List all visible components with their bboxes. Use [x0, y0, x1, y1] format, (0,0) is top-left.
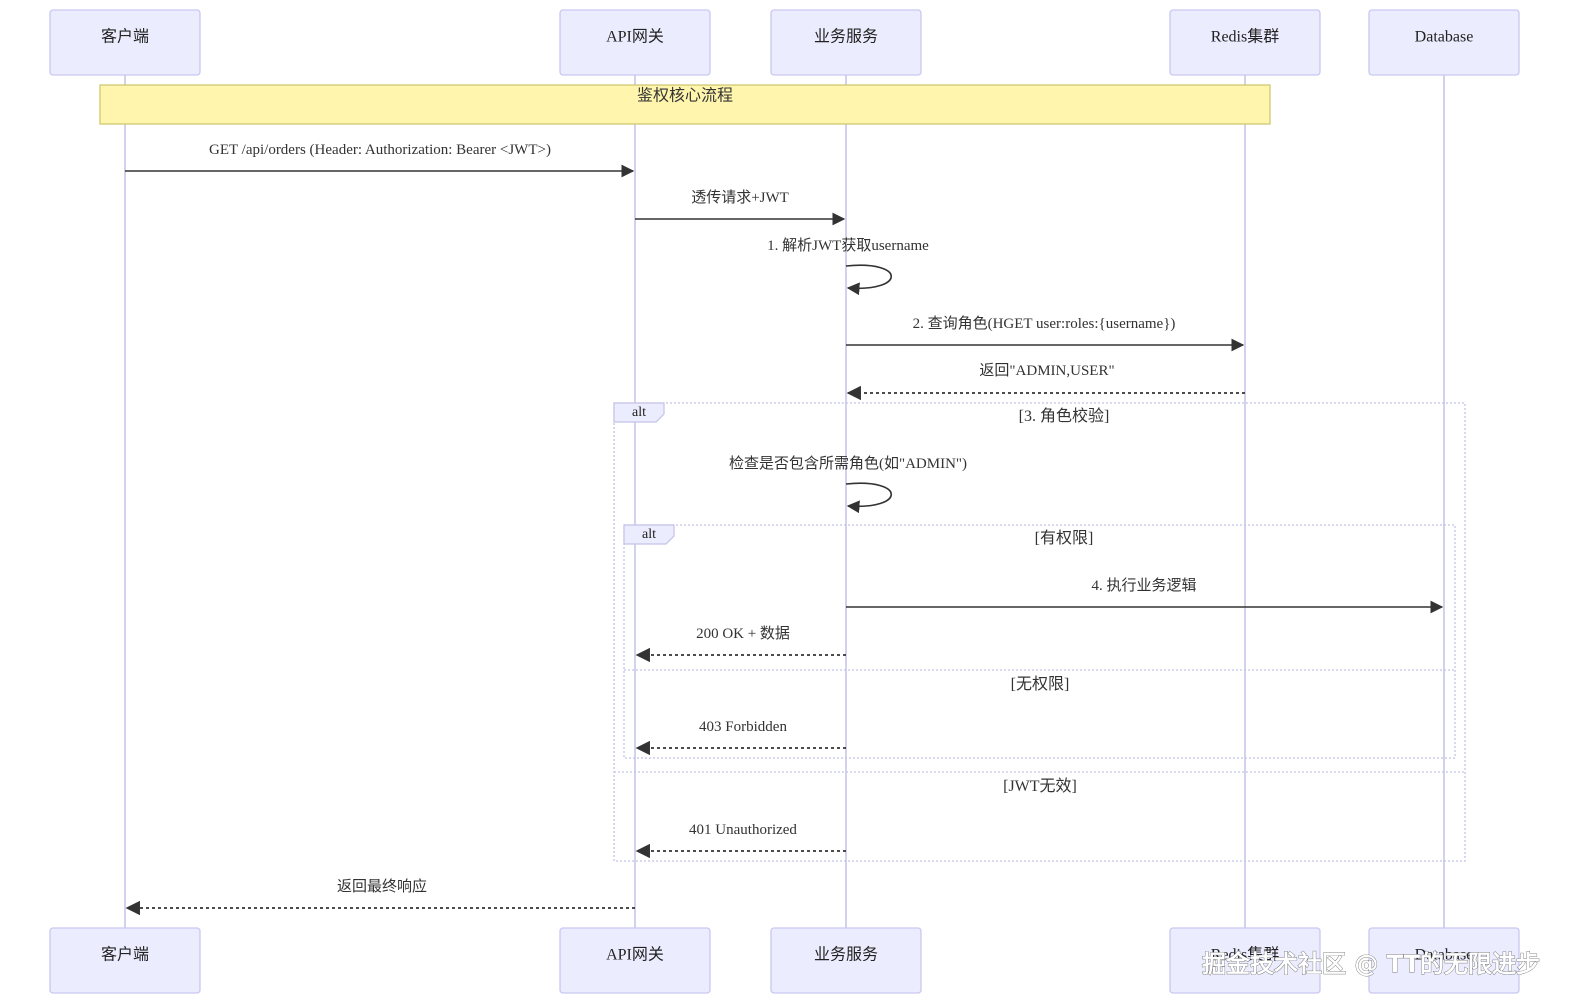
note-auth-flow: 鉴权核心流程: [99, 84, 1271, 125]
actor-client-bottom: 客户端: [49, 927, 201, 994]
actor-label: Database: [1415, 947, 1474, 964]
message-label: 返回最终响应: [337, 877, 427, 895]
message-m11: 返回最终响应: [125, 877, 635, 916]
actor-db-top: Database: [1368, 9, 1520, 76]
message-label: 透传请求+JWT: [691, 189, 789, 206]
actor-gateway-top: API网关: [559, 9, 711, 76]
message-m8: 200 OK + 数据: [635, 625, 846, 663]
message-label: 返回"ADMIN,USER": [979, 362, 1114, 379]
watermark: 掘金技术社区 @ TT的无限进步: [1202, 950, 1540, 978]
actor-service-bottom: 业务服务: [770, 927, 922, 994]
message-m2: 透传请求+JWT: [635, 189, 846, 226]
message-m7: 4. 执行业务逻辑: [846, 577, 1444, 614]
message-m9: 403 Forbidden: [635, 719, 846, 756]
message-label: GET /api/orders (Header: Authorization: …: [209, 142, 551, 158]
message-label: 4. 执行业务逻辑: [1091, 577, 1196, 594]
actor-label: 业务服务: [814, 946, 878, 964]
message-m4: 2. 查询角色(HGET user:roles:{username}): [846, 315, 1245, 352]
lifelines: [124, 75, 1445, 928]
actor-label: 客户端: [101, 28, 149, 46]
actor-db-bottom: Database: [1368, 927, 1520, 994]
actor-label: Database: [1415, 29, 1474, 46]
actor-redis-bottom: Redis集群: [1169, 927, 1321, 994]
fragment-condition: [有权限]: [1035, 529, 1094, 547]
actor-label: 客户端: [101, 946, 149, 964]
fragment-else-condition: [无权限]: [1011, 675, 1070, 693]
fragment-label: alt: [642, 527, 656, 542]
actor-service-top: 业务服务: [770, 9, 922, 76]
fragment-condition: [3. 角色校验]: [1019, 407, 1110, 425]
actor-label: Redis集群: [1211, 946, 1279, 964]
message-m10: 401 Unauthorized: [635, 822, 846, 859]
fragment-label: alt: [632, 405, 646, 420]
message-label: 403 Forbidden: [699, 719, 787, 735]
actor-client-top: 客户端: [49, 9, 201, 76]
message-m6: 检查是否包含所需角色(如"ADMIN"): [729, 455, 967, 514]
message-m3: 1. 解析JWT获取username: [767, 237, 929, 296]
note-text: 鉴权核心流程: [637, 86, 733, 104]
fragment-else-condition: [JWT无效]: [1003, 777, 1077, 795]
message-label: 检查是否包含所需角色(如"ADMIN"): [729, 455, 967, 472]
message-label: 1. 解析JWT获取username: [767, 237, 929, 254]
actor-gateway-bottom: API网关: [559, 927, 711, 994]
fragment-outer-alt: alt [3. 角色校验] [JWT无效]: [613, 402, 1466, 862]
actor-label: API网关: [606, 28, 664, 46]
message-label: 2. 查询角色(HGET user:roles:{username}): [913, 315, 1176, 332]
fragment-inner-alt: alt [有权限] [无权限]: [623, 524, 1456, 759]
message-m5: 返回"ADMIN,USER": [846, 362, 1245, 401]
actor-label: 业务服务: [814, 28, 878, 46]
actor-label: Redis集群: [1211, 28, 1279, 46]
message-label: 401 Unauthorized: [689, 822, 797, 838]
message-label: 200 OK + 数据: [696, 625, 790, 642]
message-m1: GET /api/orders (Header: Authorization: …: [125, 142, 635, 178]
actor-label: API网关: [606, 946, 664, 964]
actor-redis-top: Redis集群: [1169, 9, 1321, 76]
